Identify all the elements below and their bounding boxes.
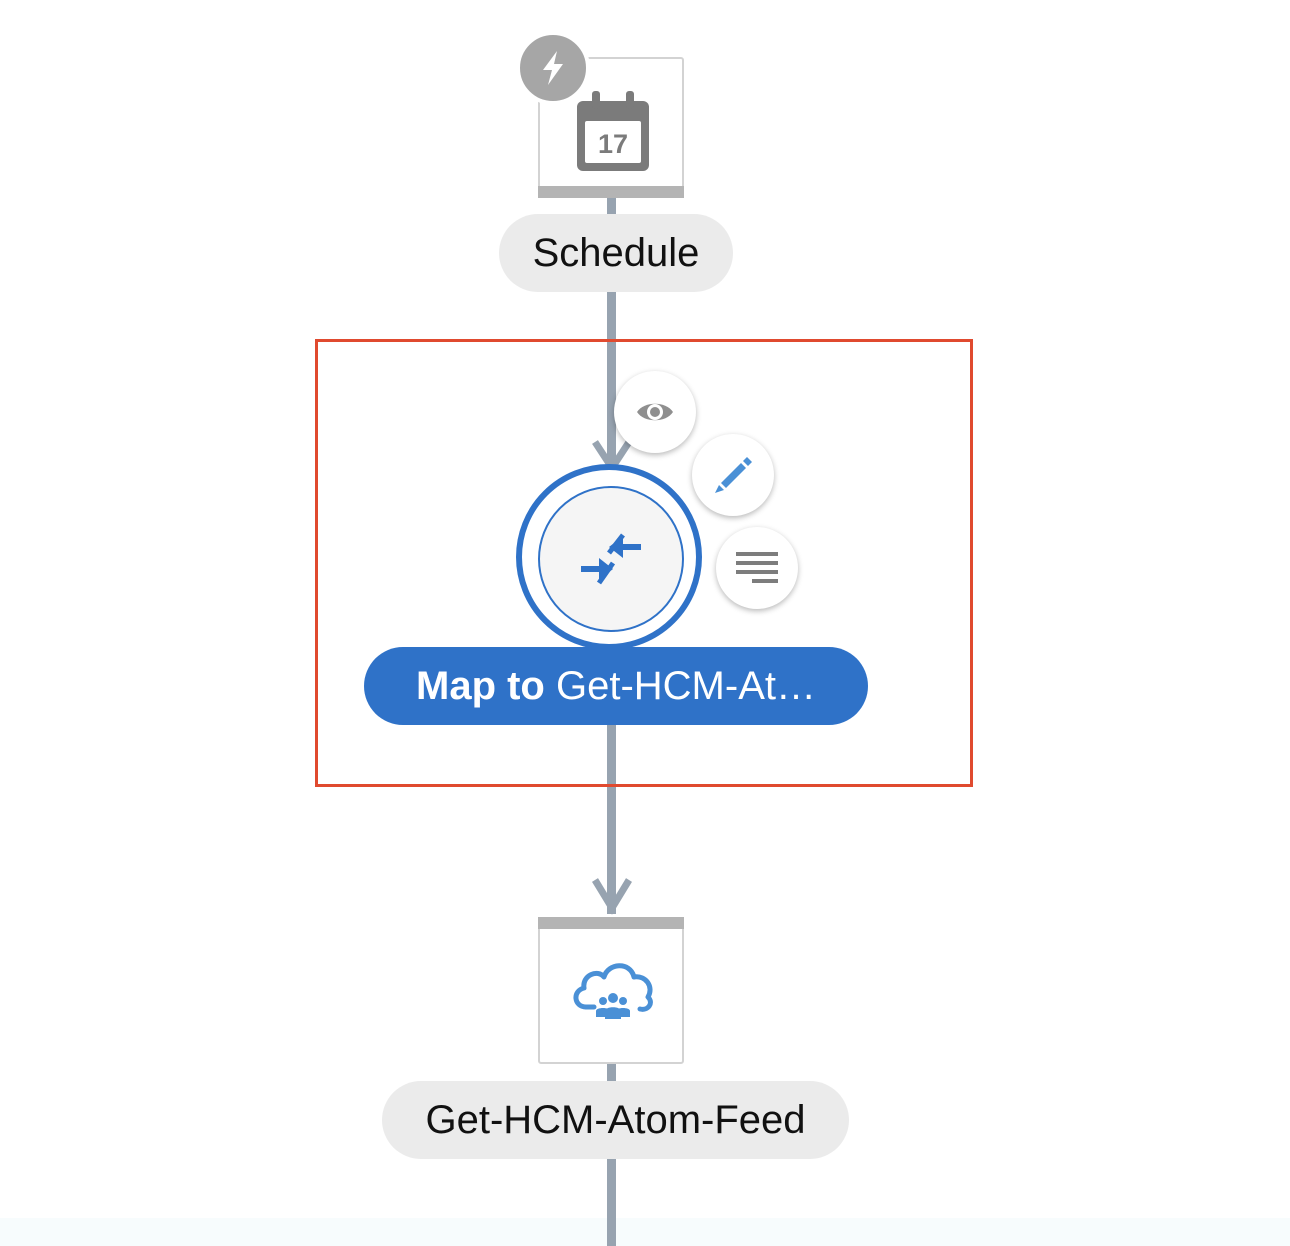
map-node[interactable]: [538, 486, 684, 632]
connector-trigger-to-schedule-label: [607, 196, 616, 218]
calendar-icon: 17: [577, 91, 649, 171]
map-label-target: Get-HCM-At…: [544, 663, 816, 708]
view-button[interactable]: [614, 371, 696, 453]
edit-button[interactable]: [692, 434, 774, 516]
connector-schedule-to-map: [607, 290, 616, 466]
connector-invoke-to-label: [607, 1062, 616, 1084]
invoke-card[interactable]: [538, 917, 684, 1064]
connector-map-to-invoke: [607, 724, 616, 914]
eye-icon: [637, 403, 673, 421]
pencil-icon: [715, 457, 752, 493]
lightning-bolt-icon: [516, 31, 590, 105]
hcm-cloud-icon: [573, 963, 653, 1019]
canvas-bottom-strip: [0, 1218, 1290, 1246]
map-arrows-icon: [581, 533, 641, 585]
connector-invoke-label-down: [607, 1156, 616, 1246]
schedule-trigger-card[interactable]: 17: [538, 57, 684, 198]
invoke-label[interactable]: Get-HCM-Atom-Feed: [382, 1081, 849, 1159]
calendar-day: 17: [598, 129, 628, 159]
arrowhead-into-invoke: [592, 878, 632, 915]
card-bottom-bar: [538, 186, 684, 198]
schedule-label[interactable]: Schedule: [499, 214, 733, 292]
more-actions-button[interactable]: [716, 527, 798, 609]
map-node-label[interactable]: Map to Get-HCM-At…: [364, 647, 868, 725]
card-top-bar: [538, 917, 684, 929]
connector-bottom-overlay: [607, 1218, 616, 1246]
selection-highlight: [315, 339, 973, 787]
map-label-prefix: Map to: [416, 663, 545, 708]
menu-lines-icon: [736, 552, 778, 583]
